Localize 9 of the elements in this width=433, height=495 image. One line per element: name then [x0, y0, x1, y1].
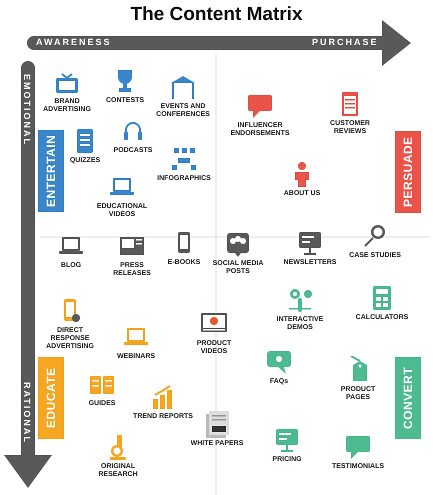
- category-tag: ENTERTAIN: [38, 130, 64, 212]
- axis-label: RATIONAL: [22, 382, 32, 444]
- title: The Content Matrix: [129, 4, 304, 26]
- axis-label: EMOTIONAL: [22, 74, 32, 146]
- category-tag: EDUCATE: [38, 357, 64, 439]
- category-tag: PERSUADE: [395, 131, 421, 213]
- category-tag: CONVERT: [395, 357, 421, 439]
- axis-label: PURCHASE: [312, 37, 379, 47]
- axis-label: AWARENESS: [36, 37, 112, 47]
